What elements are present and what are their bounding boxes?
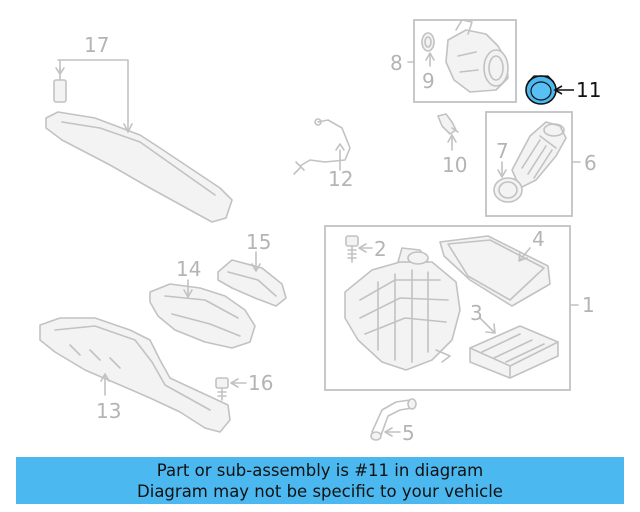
part-12-sensor[interactable] <box>293 118 351 175</box>
callout-16[interactable]: 16 <box>248 371 273 395</box>
callout-1[interactable]: 1 <box>582 293 595 317</box>
callout-5[interactable]: 5 <box>402 421 415 445</box>
callout-8[interactable]: 8 <box>390 51 403 75</box>
parts-diagram: 17 12 13 14 15 16 <box>39 19 601 445</box>
callout-13[interactable]: 13 <box>96 399 121 423</box>
assembly-box-6 <box>485 111 573 217</box>
callout-7[interactable]: 7 <box>496 139 509 163</box>
callout-17[interactable]: 17 <box>84 33 109 57</box>
part-10-sensor[interactable] <box>437 113 459 151</box>
callout-12[interactable]: 12 <box>328 167 353 191</box>
part-4-housing-cover[interactable] <box>439 235 551 307</box>
callout-14[interactable]: 14 <box>176 257 201 281</box>
part-3-filter-element[interactable] <box>469 317 559 379</box>
part-1-air-cleaner-housing[interactable] <box>344 247 461 371</box>
info-banner: Part or sub-assembly is #11 in diagram D… <box>16 457 624 504</box>
part-9-seal[interactable] <box>421 32 435 67</box>
callout-6[interactable]: 6 <box>584 151 597 175</box>
part-2-bolt[interactable] <box>345 235 373 263</box>
part-14-resonator[interactable] <box>149 279 256 349</box>
callout-3[interactable]: 3 <box>470 301 483 325</box>
callout-15[interactable]: 15 <box>246 230 271 254</box>
part-5-hose[interactable] <box>370 398 417 441</box>
banner-line-2: Diagram may not be specific to your vehi… <box>137 481 503 501</box>
part-11-gasket-highlighted[interactable] <box>525 75 574 105</box>
callout-4[interactable]: 4 <box>532 227 545 251</box>
part-13-air-duct[interactable] <box>39 317 231 433</box>
part-15-inlet-duct[interactable] <box>217 251 287 307</box>
part-8-throttle-body[interactable] <box>445 19 509 93</box>
callout-11[interactable]: 11 <box>576 78 601 102</box>
banner-line-1: Part or sub-assembly is #11 in diagram <box>156 460 484 480</box>
callout-10[interactable]: 10 <box>442 153 467 177</box>
part-7-clamp[interactable] <box>493 161 523 203</box>
callout-9[interactable]: 9 <box>422 69 435 93</box>
part-6-air-hose[interactable] <box>511 121 567 189</box>
part-17-cover-panel[interactable] <box>45 59 233 223</box>
assembly-box-1 <box>324 225 571 391</box>
callout-2[interactable]: 2 <box>374 237 387 261</box>
part-16-bolt[interactable] <box>215 377 247 401</box>
